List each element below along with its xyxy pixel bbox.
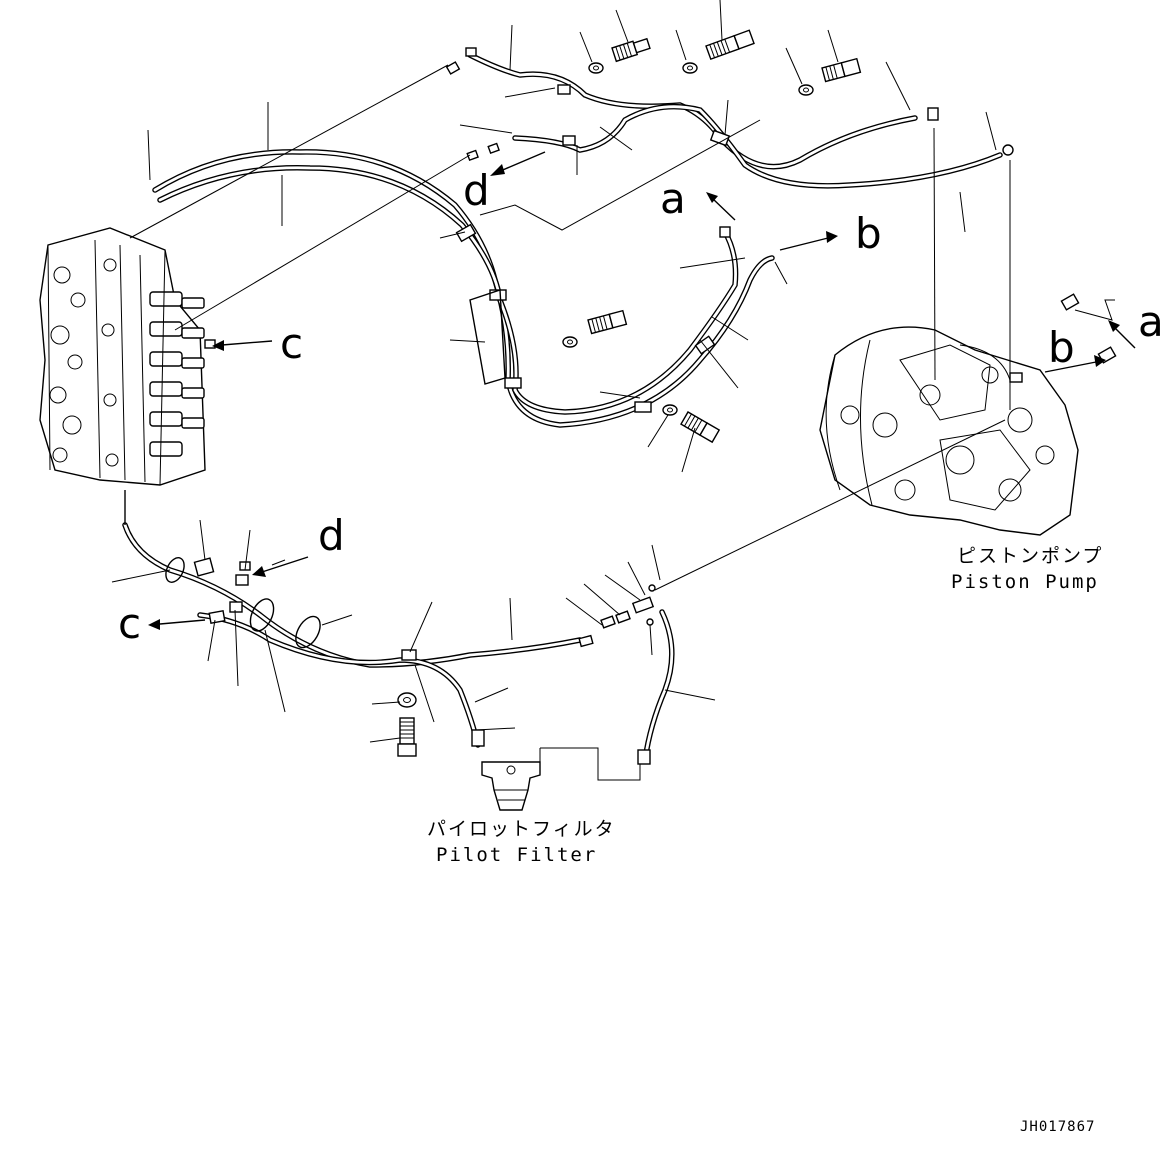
drawing-code: JH017867 (1020, 1119, 1095, 1135)
callout-a-top: a (660, 174, 686, 223)
hose-clamps (229, 84, 731, 661)
callout-a-right: a (1138, 297, 1163, 346)
lower-hoses (122, 490, 675, 763)
bracket-plate (469, 289, 506, 385)
control-valve (39, 227, 206, 486)
fittings (193, 47, 1117, 765)
callout-b-top: b (855, 209, 882, 258)
callout-d-top: d (463, 166, 490, 215)
o-rings (165, 557, 321, 649)
washers (397, 62, 814, 708)
callout-c-left: c (280, 319, 303, 368)
pilot-filter-label-jp: パイロットフィルタ (427, 818, 616, 840)
callout-b-right: b (1048, 323, 1075, 372)
upper-hoses (152, 52, 1003, 428)
routing-lines (129, 64, 1115, 591)
callout-arrows (148, 151, 1136, 630)
leader-lines (111, 0, 997, 743)
pilot-filter-label-en: Pilot Filter (436, 844, 597, 866)
callout-d-bottom: d (318, 511, 345, 560)
callout-c-bottom: c (118, 599, 141, 648)
bolts (397, 29, 862, 757)
piston-pump (819, 326, 1079, 536)
piston-pump-label-en: Piston Pump (951, 571, 1099, 593)
piston-pump-label-jp: ピストンポンプ (957, 545, 1103, 567)
pilot-filter (481, 747, 641, 811)
